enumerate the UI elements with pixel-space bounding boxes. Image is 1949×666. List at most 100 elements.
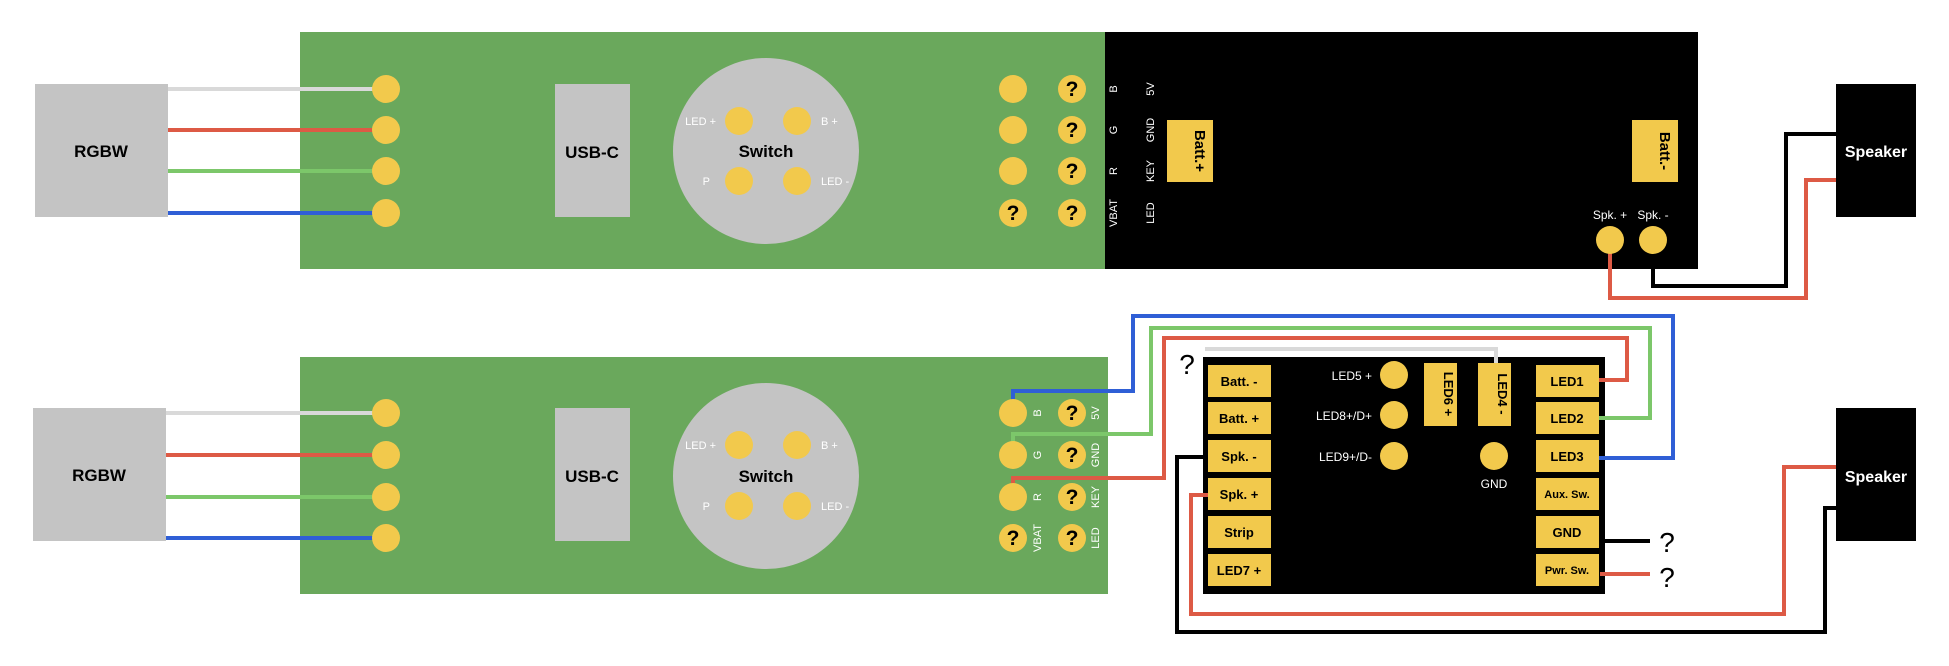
top-pin-5v-q: ? xyxy=(1066,78,1079,101)
bottom-pin-vbat-q: ? xyxy=(1007,527,1020,550)
top-label-b: B xyxy=(1108,85,1120,92)
bottom-pad-1 xyxy=(372,399,400,427)
top-batt-plus-label: Batt.+ xyxy=(1191,130,1208,172)
top-switch-pad-led-plus xyxy=(725,107,753,135)
pad-led6-plus-label: LED6 + xyxy=(1441,372,1456,417)
bottom-pin-5v-q: ? xyxy=(1066,402,1079,425)
bottom-switch-label: Switch xyxy=(739,467,794,486)
top-speaker-wire-red xyxy=(1608,178,1839,300)
pad-spk-plus-label: Spk. + xyxy=(1220,487,1259,502)
bottom-wire-white-led4 xyxy=(1205,347,1498,366)
top-pin-key xyxy=(1058,157,1086,185)
top-spk-plus-pad xyxy=(1596,226,1624,254)
top-diagram: RGBW USB-C Switch LED + B + P LED - ? ? … xyxy=(35,32,1916,300)
bottom-gnd-question: ? xyxy=(1659,527,1675,558)
bottom-speaker-wire-red xyxy=(1189,465,1839,616)
bottom-rgbw-module xyxy=(33,408,166,541)
pad-led8-plus xyxy=(1380,401,1408,429)
bottom-switch-pad-led-plus xyxy=(725,431,753,459)
top-rgbw-module xyxy=(35,84,168,217)
pad-pwr-sw-label: Pwr. Sw. xyxy=(1545,565,1589,577)
top-batt-plus-pad xyxy=(1167,120,1213,182)
pad-aux-sw-label: Aux. Sw. xyxy=(1544,489,1589,501)
bottom-rgbw-label: RGBW xyxy=(72,466,127,485)
pad-led3 xyxy=(1536,440,1599,472)
top-speaker-wire-black xyxy=(1651,132,1839,288)
bottom-pad-4 xyxy=(372,524,400,552)
bottom-pad-2 xyxy=(372,441,400,469)
bottom-label-led: LED xyxy=(1090,527,1102,548)
pad-led7-plus-label: LED7 + xyxy=(1217,563,1262,578)
top-speaker xyxy=(1836,84,1916,217)
pad-led5-plus-label: LED5 + xyxy=(1332,369,1372,383)
top-usbc-port xyxy=(555,84,630,217)
top-batt-minus-label: Batt.- xyxy=(1656,132,1673,170)
bottom-pin-gnd-q: ? xyxy=(1066,444,1079,467)
bottom-wire-b-led3 xyxy=(1011,314,1675,460)
top-switch-label: Switch xyxy=(739,142,794,161)
top-pad-2 xyxy=(372,116,400,144)
pad-strip-label: Strip xyxy=(1224,525,1254,540)
top-label-5v: 5V xyxy=(1145,82,1157,96)
bottom-wire-g-led2 xyxy=(1011,326,1652,455)
pad-batt-minus-label: Batt. - xyxy=(1221,374,1258,389)
bottom-switch-b-plus-label: B + xyxy=(821,440,838,452)
bottom-switch-led-plus-label: LED + xyxy=(685,440,716,452)
pad-spk-plus xyxy=(1208,478,1271,510)
bottom-pwr-question: ? xyxy=(1659,562,1675,593)
pad-led5-plus xyxy=(1380,361,1408,389)
top-switch-led-plus-label: LED + xyxy=(685,116,716,128)
top-pin-led-q: ? xyxy=(1066,202,1079,225)
top-label-led: LED xyxy=(1145,202,1157,223)
top-label-key: KEY xyxy=(1145,159,1157,182)
pad-led4-minus xyxy=(1478,363,1511,426)
bottom-switch-pad-p xyxy=(725,492,753,520)
top-pin-vbat-q: ? xyxy=(1007,202,1020,225)
top-switch-pad-b-plus xyxy=(783,107,811,135)
bottom-switch-pad-b-plus xyxy=(783,431,811,459)
pad-batt-plus xyxy=(1208,402,1271,434)
pad-led2-label: LED2 xyxy=(1550,411,1583,426)
bottom-pin-led-q: ? xyxy=(1066,527,1079,550)
pad-led1 xyxy=(1536,365,1599,397)
pad-led3-label: LED3 xyxy=(1550,449,1583,464)
bottom-usbc-port xyxy=(555,408,630,541)
top-pin-5v xyxy=(1058,75,1086,103)
pad-batt-minus xyxy=(1208,365,1271,397)
board-right-pads: LED1 LED2 LED3 Aux. Sw. GND Pwr. Sw. xyxy=(1536,365,1599,586)
pad-led7-plus xyxy=(1208,554,1271,586)
bottom-usbc-label: USB-C xyxy=(565,467,619,486)
bottom-label-vbat: VBAT xyxy=(1032,524,1044,552)
top-label-vbat: VBAT xyxy=(1108,199,1120,227)
bottom-pin-key-q: ? xyxy=(1066,486,1079,509)
pad-gnd xyxy=(1536,516,1599,548)
top-label-r: R xyxy=(1108,167,1120,175)
pad-strip xyxy=(1208,516,1271,548)
bottom-pin-r xyxy=(999,483,1027,511)
bottom-switch xyxy=(673,383,859,569)
bottom-diagram: RGBW USB-C Switch LED + B + P LED - ? ? … xyxy=(33,314,1916,634)
top-label-gnd: GND xyxy=(1145,118,1157,143)
pad-led8-plus-label: LED8+/D+ xyxy=(1316,409,1372,423)
pad-batt-plus-label: Batt. + xyxy=(1219,411,1260,426)
bottom-label-r: R xyxy=(1032,493,1044,501)
top-pad-4 xyxy=(372,199,400,227)
top-label-g: G xyxy=(1108,126,1120,135)
pad-led6-plus xyxy=(1424,363,1457,426)
top-switch xyxy=(673,58,859,244)
top-pin-r xyxy=(999,157,1027,185)
bottom-switch-p-label: P xyxy=(703,501,710,513)
top-pad-1 xyxy=(372,75,400,103)
top-pin-vbat xyxy=(999,199,1027,227)
top-spk-plus-label: Spk. + xyxy=(1593,208,1627,222)
top-pin-gnd xyxy=(1058,116,1086,144)
pad-spk-minus xyxy=(1208,440,1271,472)
top-rgbw-label: RGBW xyxy=(74,142,129,161)
bottom-label-b: B xyxy=(1032,409,1044,416)
top-spk-minus-pad xyxy=(1639,226,1667,254)
pad-led1-label: LED1 xyxy=(1550,374,1583,389)
bottom-pin-gnd xyxy=(1058,441,1086,469)
bottom-pin-led xyxy=(1058,524,1086,552)
pad-led9-plus-label: LED9+/D- xyxy=(1319,450,1372,464)
